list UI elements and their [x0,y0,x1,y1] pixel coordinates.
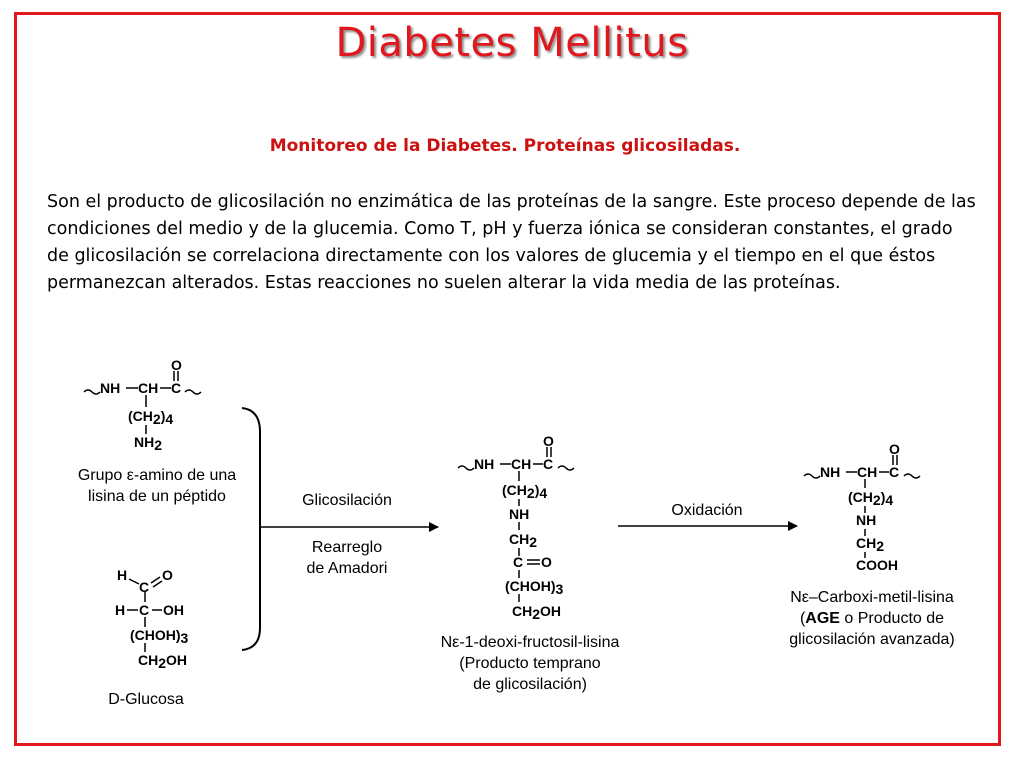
atom-ch: CH [511,456,531,472]
lysine-structure [83,371,202,434]
group-nh: NH [509,506,529,522]
fructosyl-structure [457,447,575,602]
atom-c: C [171,380,181,396]
glycosylation-label: Glicosilación [302,492,392,509]
group-ch2: (CH2)4 [128,408,173,427]
atom-o: O [162,567,173,583]
atom-oh: OH [163,602,184,618]
glucose-label: D-Glucosa [108,691,184,708]
glucose-structure [127,576,163,652]
atom-c: C [513,554,523,570]
group-chohn: (CHOH)3 [130,627,189,646]
wavy-bond [184,389,202,395]
slide-frame [14,12,1001,746]
atom-o: O [543,433,554,449]
cml-atoms: NH CH C O (CH2)4 NH CH2 COOH [820,441,900,573]
bond [128,578,140,585]
atom-h: H [115,602,125,618]
body-paragraph: Son el producto de glicosilación no enzi… [47,192,976,293]
atom-o: O [541,554,552,570]
atom-c: C [543,456,553,472]
atom-c: C [139,602,149,618]
fructosyl-label: Nε-1-deoxi-fructosil-lisina(Producto tem… [440,634,620,693]
atom-c: C [139,579,149,595]
lysine-atoms: NH CH C O (CH2)4 NH2 [100,357,182,453]
group-chohn: (CHOH)3 [505,578,564,597]
section-subtitle: Monitoreo de la Diabetes. Proteínas glic… [269,136,741,156]
double-bond [152,580,163,588]
slide-title: Diabetes Mellitus [335,20,689,66]
atom-ch: CH [138,380,158,396]
glucose-atoms: H C O H C OH (CHOH)3 CH2OH [115,567,189,671]
age-term: AGE [805,610,840,627]
double-bond [150,576,161,584]
atom-o: O [889,441,900,457]
wavy-bond [557,465,575,471]
wavy-bond [803,473,821,479]
oxidation-label: Oxidación [671,502,743,519]
group-ch2b: CH2 [509,531,537,550]
wavy-bond [903,473,921,479]
group-cooh: COOH [856,557,898,573]
cml-structure [803,455,921,558]
atom-c: C [889,464,899,480]
group-nh: NH [856,512,876,528]
group-ch2oh: CH2OH [138,652,187,671]
atom-nh: NH [820,464,840,480]
group-ch2oh: CH2OH [512,603,561,622]
cml-label: Nε–Carboxi-metil-lisina(AGE o Producto d… [789,589,955,648]
atom-o: O [171,357,182,373]
fructosyl-atoms: NH CH C O (CH2)4 NH CH2 C O (CHOH)3 CH2O… [474,433,564,622]
wavy-bond [457,465,475,471]
atom-nh: NH [100,380,120,396]
group-ch2b: CH2 [856,535,884,554]
group-nh2: NH2 [134,434,162,453]
wavy-bond [83,389,101,395]
atom-h: H [117,567,127,583]
group-ch2: (CH2)4 [502,482,547,501]
atom-nh: NH [474,456,494,472]
atom-ch: CH [857,464,877,480]
reactant-bracket [241,407,261,651]
group-ch2: (CH2)4 [848,489,893,508]
